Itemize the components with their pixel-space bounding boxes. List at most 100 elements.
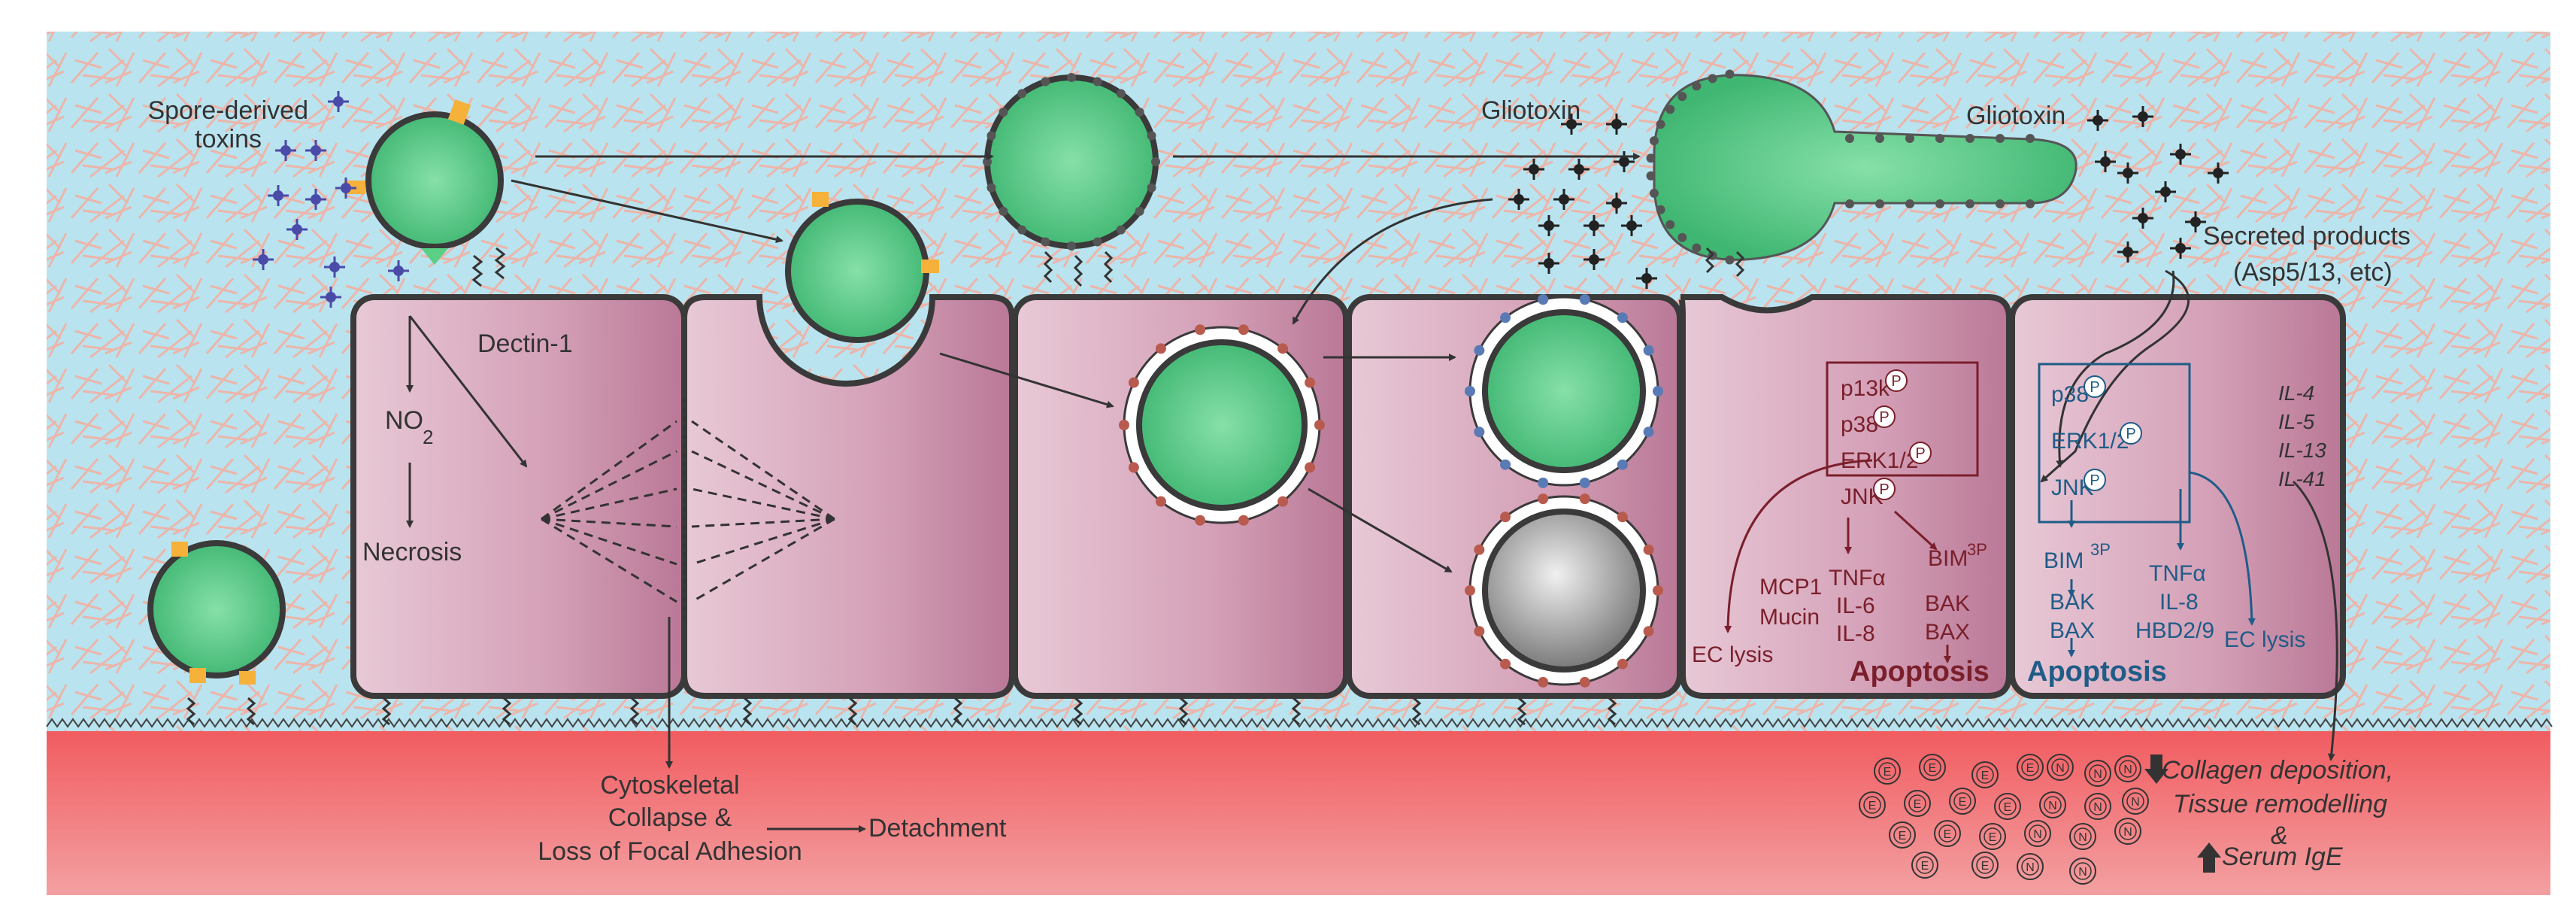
- eosinophil-icon: E: [1911, 852, 1938, 879]
- conidium-antigen: [171, 542, 188, 557]
- diagram-labels: Spore-derived toxins Gliotoxin Gliotoxin…: [147, 96, 2411, 871]
- phosphorylation-icon: [2084, 375, 2106, 398]
- svg-text:E: E: [1921, 860, 1929, 873]
- toxin-molecule-icon: [2132, 208, 2153, 229]
- conidium-free: [344, 99, 504, 265]
- surface-dot: [1135, 206, 1144, 216]
- neutrophil-icon: N: [2024, 820, 2051, 847]
- toxin-molecule-icon: [305, 140, 326, 161]
- toxin-molecule-icon: [286, 219, 308, 240]
- receptors: [471, 247, 1745, 287]
- surface-dot: [1653, 585, 1663, 596]
- surface-dot: [1665, 105, 1675, 114]
- arrow-binding: [511, 179, 783, 244]
- svg-text:N: N: [2078, 866, 2087, 879]
- conidium-antigen: [447, 99, 471, 125]
- surface-dot: [1067, 73, 1076, 82]
- neutrophil-icon: N: [2039, 791, 2066, 818]
- surface-dot: [1845, 199, 1854, 208]
- surface-dot: [1875, 199, 1884, 208]
- surface-dot: [1646, 171, 1656, 181]
- surface-dot: [1579, 477, 1590, 488]
- kinase-label: ERK1/2: [1841, 448, 1918, 473]
- toxin-molecule-icon: [2170, 238, 2191, 259]
- svg-text:N: N: [2093, 801, 2102, 814]
- phospho-label: P: [1879, 481, 1889, 498]
- surface-dot: [1965, 134, 1974, 143]
- conidium-resting: [365, 111, 504, 250]
- surface-dot: [1135, 108, 1144, 117]
- eosinophil-icon: E: [1934, 820, 1961, 847]
- bak-label-6: BAK: [2050, 590, 2095, 615]
- phosphorylation-icon: [1909, 442, 1932, 464]
- toxin-molecule-icon: [2095, 151, 2116, 172]
- surface-dot: [1151, 157, 1160, 166]
- svg-text:N: N: [2056, 762, 2065, 775]
- bim-label-5: BIM: [1928, 546, 1968, 571]
- eosinophil-icon: E: [1859, 791, 1886, 818]
- phospho-label: P: [2090, 472, 2099, 489]
- surface-dot: [1305, 462, 1316, 473]
- focal-adhesion: [186, 697, 196, 726]
- svg-text:E: E: [1914, 798, 1922, 811]
- process-arrows: [406, 153, 2338, 833]
- svg-text:N: N: [2026, 861, 2035, 874]
- svg-text:N: N: [2123, 764, 2132, 776]
- surface-dot: [2026, 134, 2035, 143]
- surface-dot: [1643, 544, 1654, 555]
- surface-dot: [986, 183, 996, 193]
- conidium-phagosome: [1482, 309, 1646, 473]
- toxin-molecule-icon: [2132, 106, 2153, 127]
- focal-adhesion: [1607, 697, 1617, 726]
- surface-dot: [1305, 377, 1316, 388]
- focal-adhesion: [1517, 697, 1527, 726]
- surface-dot: [1649, 188, 1659, 198]
- svg-text:N: N: [2131, 796, 2140, 809]
- surface-dot: [1500, 512, 1511, 523]
- conidium-antigen: [812, 192, 829, 207]
- neutrophil-icon: N: [2084, 760, 2111, 787]
- surface-dot: [986, 131, 996, 141]
- conidium-swollen: [984, 74, 1159, 249]
- surface-dot: [1965, 199, 1974, 208]
- toxin-molecule-icon: [1538, 215, 1559, 236]
- phosphorylation-icon: [1873, 478, 1896, 500]
- dectin-receptor: [494, 247, 506, 280]
- arrow-ec-lysis-5: [1724, 459, 1873, 633]
- surface-dot: [1935, 199, 1944, 208]
- internalised-conidium: [1123, 326, 1321, 524]
- collagen-label-3: &: [2271, 821, 2288, 850]
- phagosome-grey: [1468, 495, 1659, 686]
- svg-text:N: N: [2093, 768, 2102, 781]
- eosinophil-icon: E: [1979, 823, 2006, 850]
- neutrophil-icon: N: [2047, 754, 2074, 781]
- surface-dot: [1905, 199, 1914, 208]
- collagen-label-2: Tissue remodelling: [2173, 790, 2387, 818]
- arrow-internalisation: [939, 352, 1114, 408]
- decrease-arrow-icon: [2144, 754, 2168, 784]
- no2-subscript: 2: [423, 426, 433, 448]
- svg-text:E: E: [1944, 828, 1952, 841]
- surface-dot: [1617, 512, 1628, 523]
- svg-text:E: E: [1981, 860, 1990, 873]
- conidium-binding: [785, 199, 929, 343]
- toxin-molecule-icon: [2208, 162, 2229, 184]
- il8-label-5: IL-8: [1836, 621, 1875, 646]
- focal-adhesion: [1073, 697, 1083, 726]
- mcp1-label: MCP1: [1759, 575, 1822, 600]
- surface-dot: [1538, 477, 1549, 488]
- trend-arrows: [2144, 754, 2221, 873]
- toxin-molecule-icon: [1606, 114, 1627, 135]
- conidium-internalised: [1136, 339, 1308, 511]
- surface-dot: [1465, 585, 1475, 596]
- neutrophil-icon: N: [2017, 853, 2044, 880]
- phospho-label: P: [1915, 445, 1925, 462]
- tnf-label-5: TNFα: [1829, 566, 1886, 591]
- surface-dot: [1579, 676, 1590, 688]
- eosinophil-icon: E: [1904, 790, 1931, 817]
- surface-dot: [1996, 134, 2005, 143]
